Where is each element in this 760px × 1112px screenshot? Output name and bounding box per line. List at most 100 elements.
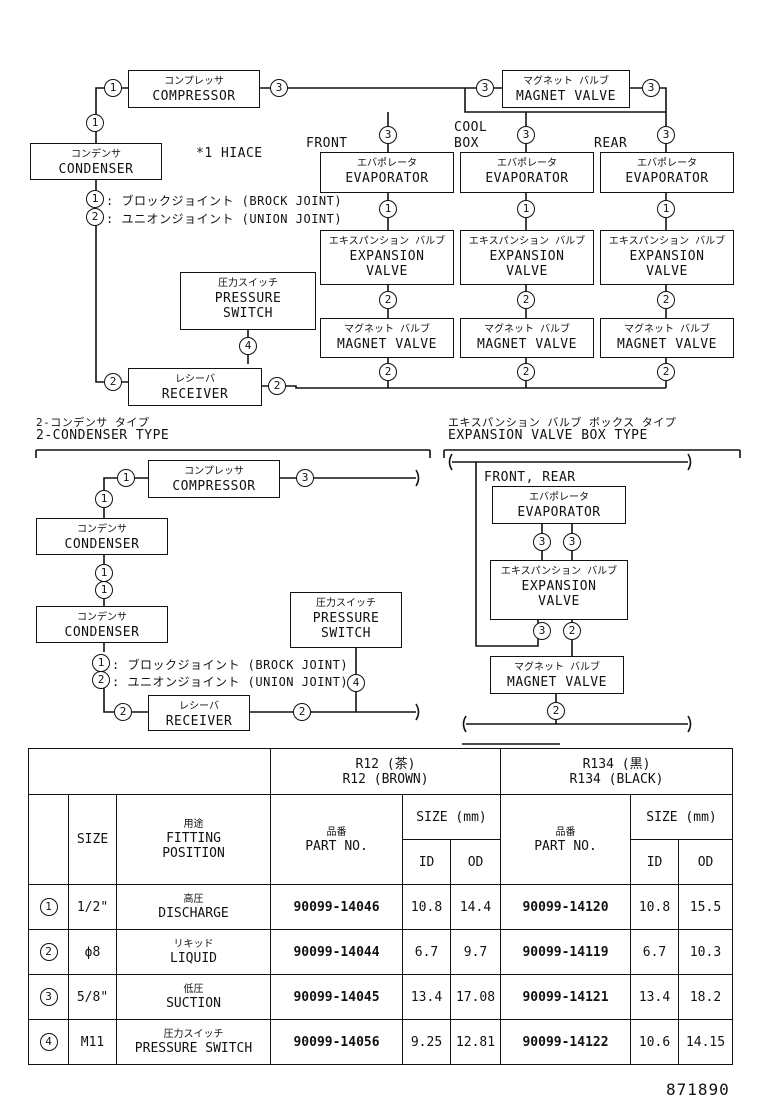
r134-part-number: 90099-14121 bbox=[500, 974, 632, 1020]
joint-marker-1: 1 bbox=[379, 200, 397, 218]
r134-id: 10.6 bbox=[630, 1019, 680, 1065]
joint-marker-1: 1 bbox=[657, 200, 675, 218]
r12-part-number: 90099-14045 bbox=[270, 974, 404, 1020]
cool-label: COOL bbox=[454, 120, 488, 135]
r134-id-header: ID bbox=[630, 839, 680, 885]
r12-od: 17.08 bbox=[450, 974, 502, 1020]
r12-id: 13.4 bbox=[402, 974, 452, 1020]
legend-union-joint-2c: : ユニオンジョイント (UNION JOINT) bbox=[112, 675, 349, 689]
table-corner bbox=[27, 748, 272, 795]
joint-marker-2: 2 bbox=[104, 373, 122, 391]
joint-marker-2: 2 bbox=[517, 363, 535, 381]
document-number: 871890 bbox=[666, 1080, 730, 1099]
joint-marker-3: 3 bbox=[657, 126, 675, 144]
r134-od: 10.3 bbox=[678, 929, 734, 975]
row-size: 5/8" bbox=[68, 974, 117, 1020]
r134-part-number: 90099-14119 bbox=[500, 929, 632, 975]
rear-label: REAR bbox=[594, 136, 628, 151]
row-size: ϕ8 bbox=[68, 929, 117, 975]
joint-marker-3: 3 bbox=[533, 622, 551, 640]
two-condenser-title: 2-CONDENSER TYPE bbox=[36, 428, 170, 443]
magnet-valve-cool-box: マグネット バルブ MAGNET VALVE bbox=[460, 318, 594, 358]
compressor-box-2c: コンプレッサ COMPRESSOR bbox=[148, 460, 280, 498]
joint-marker-2: 2 bbox=[547, 702, 565, 720]
joint-marker-1: 1 bbox=[92, 654, 110, 672]
joint-marker-3: 3 bbox=[476, 79, 494, 97]
hiace-note: *1 HIACE bbox=[196, 146, 263, 161]
joint-marker-2: 2 bbox=[268, 377, 286, 395]
joint-marker-1: 1 bbox=[517, 200, 535, 218]
joint-marker-1: 1 bbox=[95, 490, 113, 508]
joint-marker-3: 3 bbox=[270, 79, 288, 97]
r134-partno-header: 品番 PART NO. bbox=[500, 794, 632, 885]
r12-size-header: SIZE (mm) bbox=[402, 794, 502, 840]
joint-marker-3: 3 bbox=[517, 126, 535, 144]
r12-part-number: 90099-14044 bbox=[270, 929, 404, 975]
r134-id: 13.4 bbox=[630, 974, 680, 1020]
r134-size-header: SIZE (mm) bbox=[630, 794, 734, 840]
r12-partno-header: 品番 PART NO. bbox=[270, 794, 404, 885]
joint-marker-4: 4 bbox=[347, 674, 365, 692]
size-header: SIZE bbox=[68, 794, 117, 885]
r12-id: 9.25 bbox=[402, 1019, 452, 1065]
r12-od: 12.81 bbox=[450, 1019, 502, 1065]
expansion-valve-cool-box: エキスパンション バルブ EXPANSION VALVE bbox=[460, 230, 594, 285]
r134-id: 10.8 bbox=[630, 884, 680, 930]
joint-marker-1: 1 bbox=[104, 79, 122, 97]
receiver-box: レシーバ RECEIVER bbox=[128, 368, 262, 406]
r134-header: R134 (黒) R134 (BLACK) bbox=[500, 748, 734, 795]
fitting-header: 用途 FITTING POSITION bbox=[115, 794, 272, 885]
receiver-box-2c: レシーバ RECEIVER bbox=[148, 695, 250, 731]
no-header bbox=[28, 794, 69, 885]
joint-marker-2: 2 bbox=[92, 671, 110, 689]
row-number: 2 bbox=[28, 929, 69, 975]
joint-marker-3: 3 bbox=[533, 533, 551, 551]
joint-marker-1: 1 bbox=[117, 469, 135, 487]
row-size: M11 bbox=[68, 1019, 117, 1065]
expansion-valve-evb-box: エキスパンション バルブ EXPANSION VALVE bbox=[490, 560, 628, 620]
joint-marker-3: 3 bbox=[642, 79, 660, 97]
r134-od: 14.15 bbox=[678, 1019, 734, 1065]
box-label: BOX bbox=[454, 136, 479, 151]
r134-od: 18.2 bbox=[678, 974, 734, 1020]
joint-marker-3: 3 bbox=[379, 126, 397, 144]
magnet-valve-top-box: マグネット バルブ MAGNET VALVE bbox=[502, 70, 630, 108]
condenser-box: コンデンサ CONDENSER bbox=[30, 143, 162, 180]
evaporator-cool-box: エバポレータ EVAPORATOR bbox=[460, 152, 594, 193]
legend-block-joint-2c: : ブロックジョイント (BROCK JOINT) bbox=[112, 658, 349, 672]
r12-od-header: OD bbox=[450, 839, 502, 885]
r12-part-number: 90099-14046 bbox=[270, 884, 404, 930]
r12-od: 9.7 bbox=[450, 929, 502, 975]
joint-marker-2: 2 bbox=[114, 703, 132, 721]
front-label: FRONT bbox=[306, 136, 348, 151]
r134-id: 6.7 bbox=[630, 929, 680, 975]
evaporator-evb-box: エバポレータ EVAPORATOR bbox=[492, 486, 626, 524]
evb-title-jp: エキスパンション バルブ ボックス タイプ bbox=[448, 416, 677, 429]
joint-marker-2: 2 bbox=[657, 363, 675, 381]
joint-marker-2: 2 bbox=[563, 622, 581, 640]
joint-marker-1: 1 bbox=[95, 564, 113, 582]
evaporator-front-box: エバポレータ EVAPORATOR bbox=[320, 152, 454, 193]
compressor-box: コンプレッサ COMPRESSOR bbox=[128, 70, 260, 108]
magnet-valve-front-box: マグネット バルブ MAGNET VALVE bbox=[320, 318, 454, 358]
r134-part-number: 90099-14120 bbox=[500, 884, 632, 930]
pressure-switch-box-2c: 圧力スイッチ PRESSURE SWITCH bbox=[290, 592, 402, 648]
expansion-valve-rear-box: エキスパンション バルブ EXPANSION VALVE bbox=[600, 230, 734, 285]
r134-part-number: 90099-14122 bbox=[500, 1019, 632, 1065]
r12-id: 10.8 bbox=[402, 884, 452, 930]
joint-marker-2: 2 bbox=[86, 208, 104, 226]
joint-marker-3: 3 bbox=[296, 469, 314, 487]
r134-od: 15.5 bbox=[678, 884, 734, 930]
joint-marker-2: 2 bbox=[379, 363, 397, 381]
r12-id-header: ID bbox=[402, 839, 452, 885]
joint-marker-2: 2 bbox=[379, 291, 397, 309]
joint-marker-2: 2 bbox=[517, 291, 535, 309]
r12-id: 6.7 bbox=[402, 929, 452, 975]
joint-marker-3: 3 bbox=[563, 533, 581, 551]
